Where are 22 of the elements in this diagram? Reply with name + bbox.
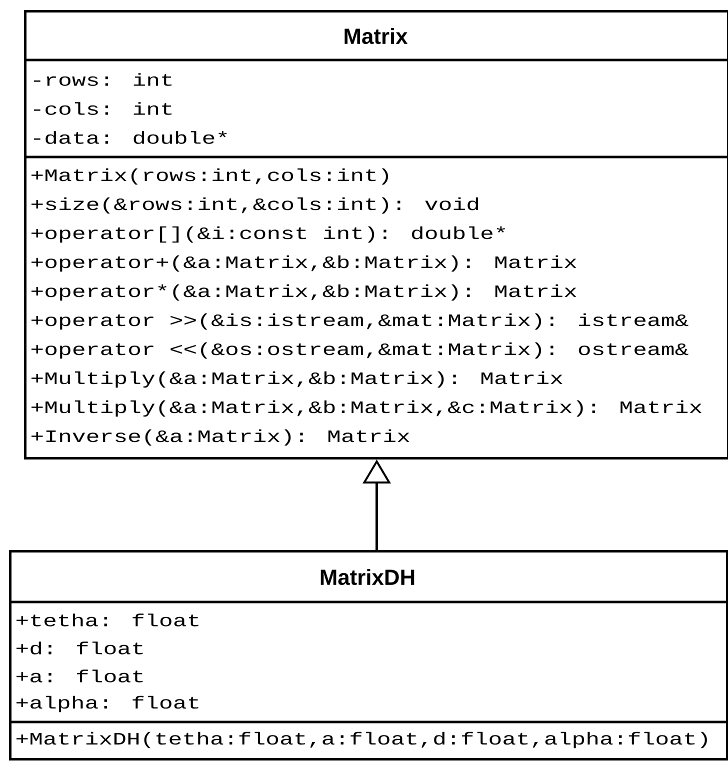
class-box — [24, 10, 728, 460]
method-text: +operator+(&a:Matrix,&b:Matrix): Matrix — [32, 255, 576, 272]
method-text: +size(&rows:int,&cols:int): void — [32, 197, 478, 214]
method-text: +operator >>(&is:istream,&mat:Matrix): istream& — [32, 313, 688, 330]
method-text: +Multiply(&a:Matrix,&b:Matrix,&c:Matrix): Matrix — [32, 400, 702, 417]
method-text: +MatrixDH(tetha:float,a:float,d:float,alpha:float) — [16, 732, 707, 748]
attribute-text: +alpha: float — [16, 696, 198, 712]
method-text: +operator[](&i:const int): double* — [32, 226, 506, 243]
method-text: +operator <<(&os:ostream,&mat:Matrix): ostream& — [32, 342, 688, 359]
class-box — [9, 550, 728, 760]
attribute-text: +a: float — [16, 670, 143, 682]
attribute-text: -data: double* — [34, 131, 227, 144]
attribute-text: -cols: int — [34, 102, 172, 115]
method-text: +operator*(&a:Matrix,&b:Matrix): Matrix — [32, 284, 576, 301]
method-text: +Inverse(&a:Matrix): Matrix — [32, 429, 410, 446]
class-name: Matrix — [344, 28, 408, 44]
attribute-text: +tetha: float — [16, 614, 198, 626]
class-name: MatrixDH — [320, 568, 414, 586]
method-text: +Matrix(rows:int,cols:int) — [32, 168, 388, 185]
method-text: +Multiply(&a:Matrix,&b:Matrix): Matrix — [32, 371, 562, 388]
attribute-text: -rows: int — [34, 73, 172, 86]
attribute-text: +d: float — [16, 642, 143, 654]
